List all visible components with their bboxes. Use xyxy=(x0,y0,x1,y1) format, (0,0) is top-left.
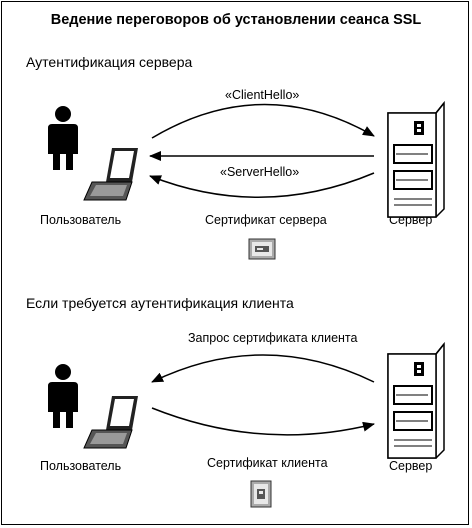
client-hello-arrow xyxy=(151,103,375,139)
user-icon xyxy=(48,106,78,170)
client-certificate-arrow xyxy=(151,407,375,436)
laptop-icon xyxy=(83,147,139,201)
server-label-2: Сервер xyxy=(389,459,433,473)
certificate-icon xyxy=(248,238,276,260)
user-label-2: Пользователь xyxy=(40,459,122,473)
section1-heading: Аутентификация сервера xyxy=(26,54,193,70)
client-hello-label: «ClientHello» xyxy=(225,88,300,102)
client-certificate-icon xyxy=(250,480,272,508)
laptop-icon-2 xyxy=(83,395,139,449)
server-icon-2 xyxy=(387,343,445,459)
server-certificate-arrow xyxy=(149,172,375,198)
server-certificate-label: Сертификат сервера xyxy=(205,213,327,227)
client-cert-request-label: Запрос сертификата клиента xyxy=(188,331,358,345)
client-cert-request-arrow xyxy=(151,354,375,383)
diagram-title: Ведение переговоров об установлении сеан… xyxy=(50,12,422,28)
server-icon xyxy=(387,102,445,218)
section2-heading: Если требуется аутентификация клиента xyxy=(26,295,294,311)
client-certificate-label: Сертификат клиента xyxy=(207,456,328,470)
user-icon-2 xyxy=(48,364,78,428)
user-label-1: Пользователь xyxy=(40,213,122,227)
server-hello-label: «ServerHello» xyxy=(220,165,300,179)
